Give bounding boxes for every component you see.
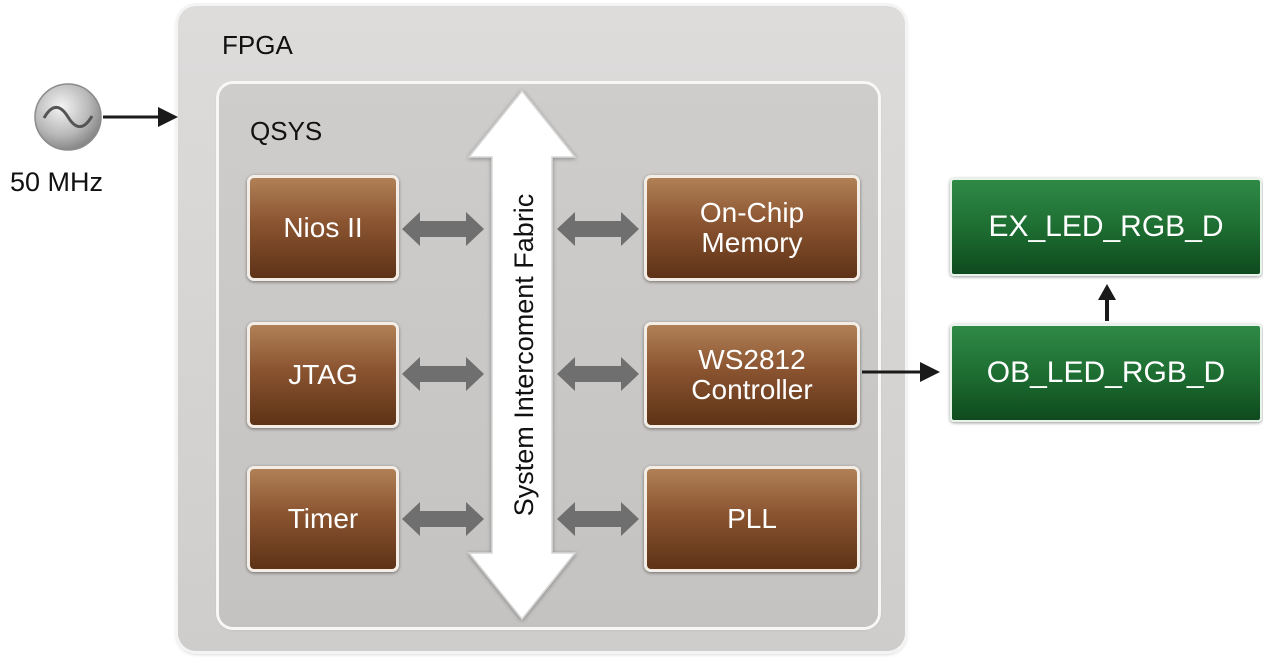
ws2812-controller-line1: WS2812 (698, 344, 806, 375)
pll-line1: PLL (727, 503, 777, 534)
ws2812-controller-module: WS2812 Controller (644, 322, 860, 428)
ob-to-ex-led-arrow (1098, 284, 1116, 321)
ex-led-rgb-d-label: EX_LED_RGB_D (988, 210, 1224, 243)
on-chip-memory-line2: Memory (701, 227, 803, 258)
ob-led-rgb-d-label: OB_LED_RGB_D (986, 356, 1226, 389)
ws2812-controller-line2: Controller (691, 374, 813, 405)
fpga-label: FPGA (222, 30, 293, 60)
timer-label: Timer (287, 503, 359, 534)
timer-module: Timer (247, 466, 399, 572)
on-chip-memory-line1: On-Chip (699, 197, 805, 228)
clock-input-arrow (103, 107, 178, 127)
nios-ii-label: Nios II (283, 212, 363, 243)
oscillator-icon (34, 83, 102, 151)
clock-frequency-label: 50 MHz (10, 167, 104, 197)
qsys-label: QSYS (250, 116, 323, 146)
jtag-label: JTAG (288, 359, 358, 390)
pll-module: PLL (644, 466, 860, 572)
nios-ii-module: Nios II (247, 175, 399, 281)
ex-led-rgb-d-block: EX_LED_RGB_D (950, 178, 1262, 276)
on-chip-memory-module: On-Chip Memory (644, 175, 860, 281)
ob-led-rgb-d-block: OB_LED_RGB_D (950, 324, 1262, 422)
jtag-module: JTAG (247, 322, 399, 428)
